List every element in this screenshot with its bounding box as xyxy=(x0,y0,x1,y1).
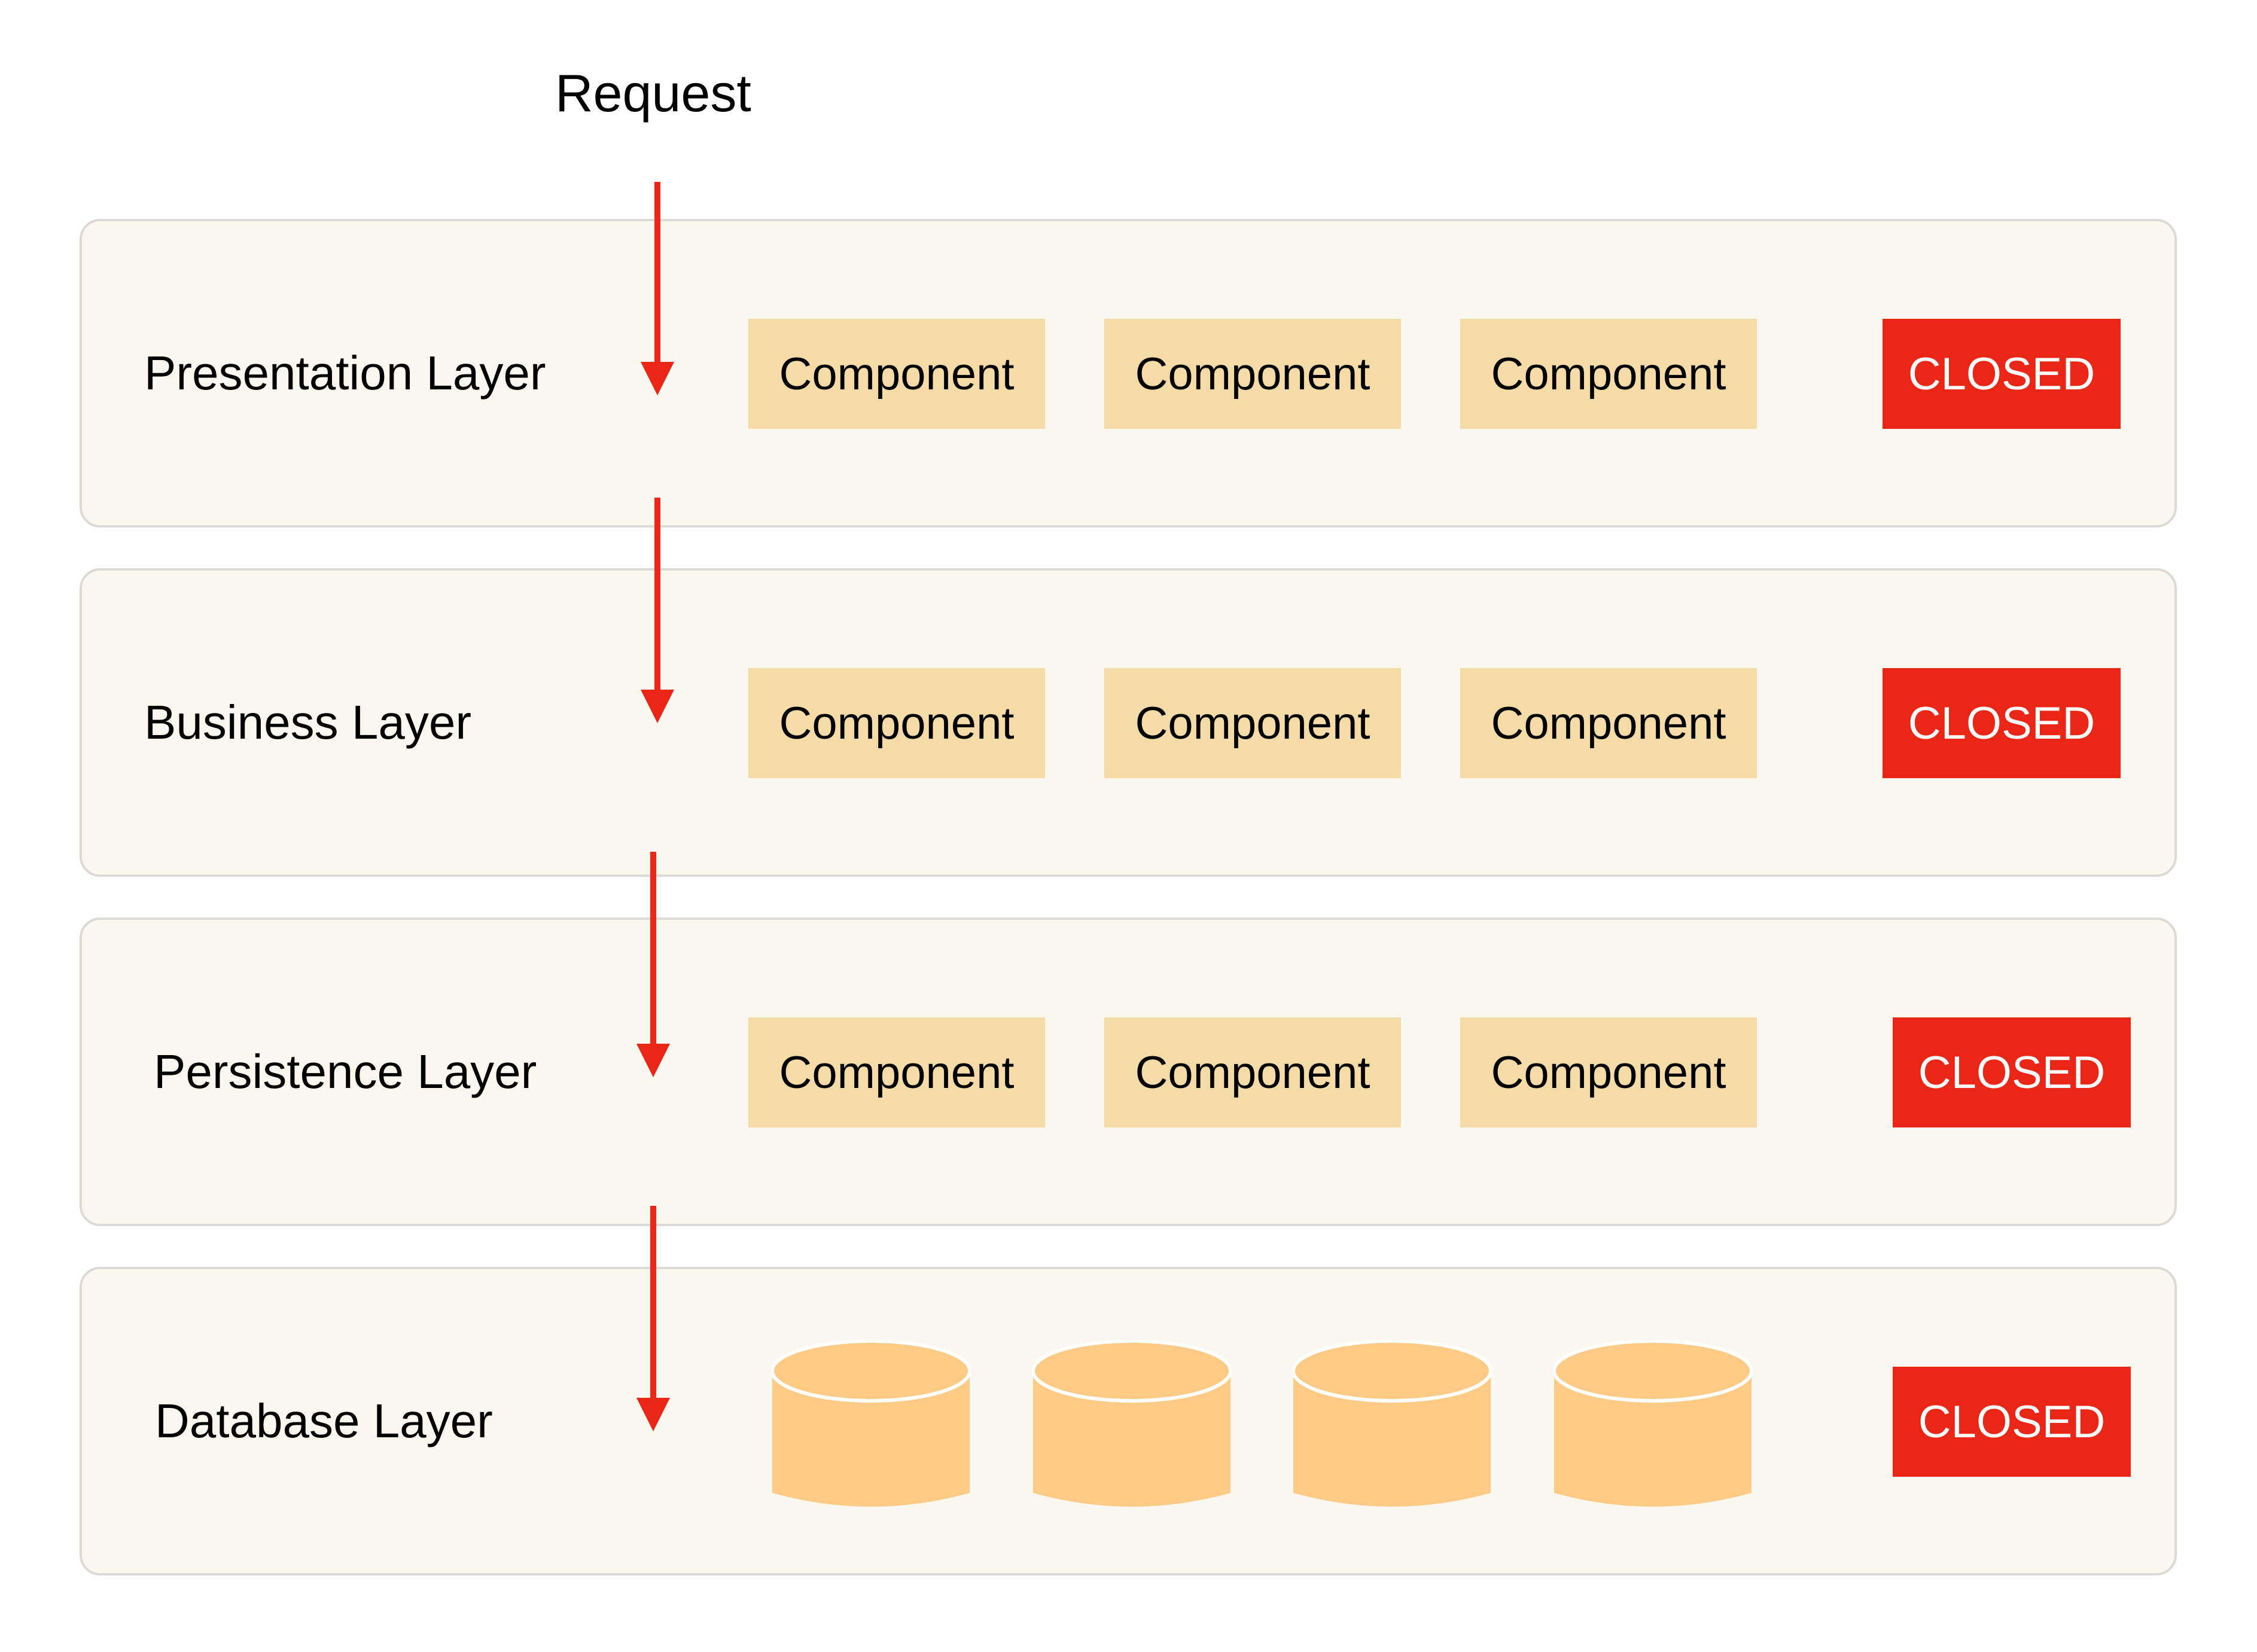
presentation-layer: Presentation Layer Component Component C… xyxy=(80,219,2177,528)
database-icon xyxy=(1553,1340,1753,1507)
business-layer: Business Layer Component Component Compo… xyxy=(80,568,2177,877)
database-layer: Database Layer CLOSED xyxy=(80,1267,2177,1575)
component-box: Component xyxy=(1460,668,1757,778)
component-box: Component xyxy=(748,668,1045,778)
closed-badge: CLOSED xyxy=(1893,1367,2131,1477)
database-icon xyxy=(1292,1340,1492,1507)
closed-badge: CLOSED xyxy=(1883,319,2121,429)
request-label: Request xyxy=(555,63,751,123)
closed-badge: CLOSED xyxy=(1893,1017,2131,1127)
layer-label: Persistence Layer xyxy=(154,1045,537,1098)
component-box: Component xyxy=(1460,319,1757,429)
persistence-layer: Persistence Layer Component Component Co… xyxy=(80,918,2177,1226)
component-box: Component xyxy=(748,319,1045,429)
component-box: Component xyxy=(1104,1017,1401,1127)
database-icon xyxy=(771,1340,971,1507)
layer-label: Database Layer xyxy=(155,1394,493,1447)
database-icon xyxy=(1032,1340,1232,1507)
layer-label: Business Layer xyxy=(144,696,471,749)
closed-badge: CLOSED xyxy=(1883,668,2121,778)
component-box: Component xyxy=(1104,668,1401,778)
component-box: Component xyxy=(1104,319,1401,429)
component-box: Component xyxy=(748,1017,1045,1127)
component-box: Component xyxy=(1460,1017,1757,1127)
layer-label: Presentation Layer xyxy=(144,346,546,400)
